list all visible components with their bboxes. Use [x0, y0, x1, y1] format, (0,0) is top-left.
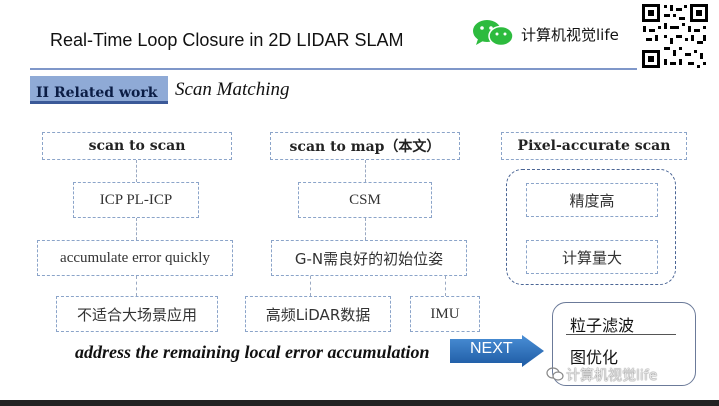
watermark-text: 计算机视觉life [566, 368, 658, 384]
next-methods-bubble [552, 302, 696, 386]
high-freq-lidar-box: 高频LiDAR数据 [245, 296, 391, 332]
icp-box: ICP PL-ICP [73, 182, 199, 218]
header-divider [30, 68, 637, 70]
pixel-accurate-header: Pixel-accurate scan [501, 132, 687, 160]
large-scene-box: 不适合大场景应用 [56, 296, 218, 332]
bottom-strip [0, 400, 719, 406]
wechat-icon [473, 20, 514, 47]
wechat-watermark-icon [546, 367, 564, 381]
qr-code-icon [640, 2, 710, 70]
graph-optimization-item: 图优化 [570, 348, 619, 367]
scan-to-scan-header: scan to scan [42, 132, 232, 160]
high-computation-box: 计算量大 [526, 240, 658, 274]
scan-to-map-header: scan to map（本文） [270, 132, 460, 160]
connector-line [136, 218, 137, 240]
next-arrow-icon [450, 335, 544, 367]
csm-box: CSM [298, 182, 432, 218]
connector-line [136, 276, 137, 296]
connector-line [365, 160, 366, 182]
connector-line [445, 276, 446, 296]
accumulate-error-box: accumulate error quickly [37, 240, 233, 276]
brand-text: 计算机视觉life [521, 26, 619, 44]
section-label: II Related work [36, 85, 158, 101]
gn-initial-pose-box: G-N需良好的初始位姿 [271, 240, 467, 276]
section-subtitle: Scan Matching [175, 79, 290, 100]
address-statement: address the remaining local error accumu… [75, 342, 430, 362]
high-accuracy-box: 精度高 [526, 183, 658, 217]
section-band [30, 76, 168, 102]
connector-line [136, 160, 137, 182]
connector-line [365, 218, 366, 240]
bubble-divider [566, 334, 676, 335]
particle-filter-item: 粒子滤波 [570, 316, 635, 335]
imu-box: IMU [410, 296, 480, 332]
slide-title: Real-Time Loop Closure in 2D LIDAR SLAM [50, 30, 404, 50]
connector-line [310, 276, 311, 296]
section-band-underline [30, 101, 168, 104]
pixel-accurate-group [506, 169, 676, 285]
next-label: NEXT [470, 340, 513, 357]
